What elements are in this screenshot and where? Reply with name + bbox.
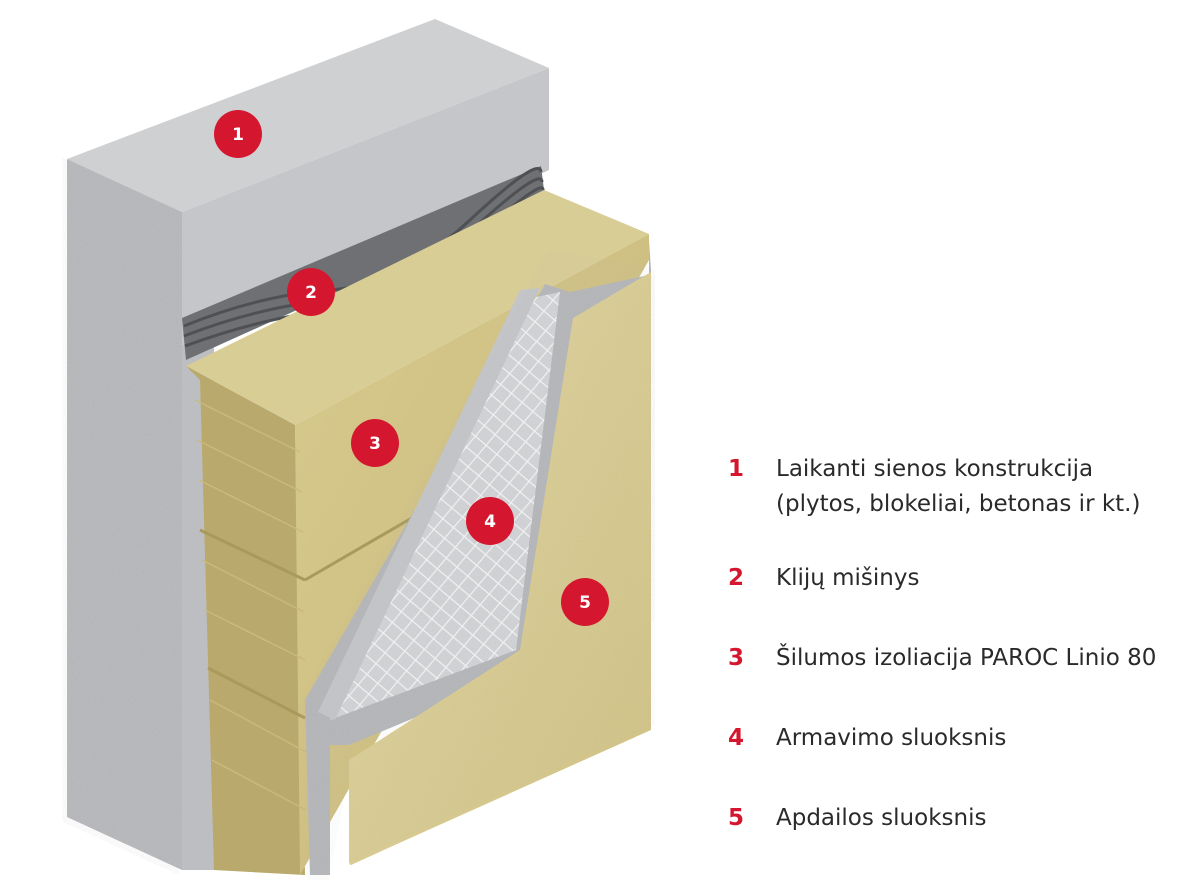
marker-1-circle (214, 110, 262, 158)
legend-text: Klijų mišinys (776, 565, 920, 591)
legend-item-2: 2 Klijų mišinys (728, 561, 1188, 596)
marker-5-label: 5 (579, 593, 591, 613)
marker-5-circle (561, 578, 609, 626)
legend-text: Šilumos izoliacija PAROC Linio 80 (776, 645, 1157, 671)
marker-3-circle (351, 419, 399, 467)
marker-4-circle (466, 497, 514, 545)
legend-number: 2 (728, 565, 745, 591)
legend-item-1: 1 Laikanti sienos konstrukcija (plytos, … (728, 452, 1188, 522)
legend-text: Laikanti sienos konstrukcija (776, 456, 1094, 482)
adhesive-band (182, 166, 545, 360)
bearing-wall-face (182, 68, 549, 345)
legend-item-3: 3 Šilumos izoliacija PAROC Linio 80 (728, 641, 1188, 676)
legend: 1 Laikanti sienos konstrukcija (plytos, … (728, 452, 1188, 836)
legend-item-4: 4 Armavimo sluoksnis (728, 721, 1188, 756)
legend-item-5: 5 Apdailos sluoksnis (728, 801, 1188, 836)
marker-2: 2 (287, 268, 335, 316)
marker-4-label: 4 (484, 512, 496, 532)
legend-number: 3 (728, 645, 745, 671)
insulation-top (186, 190, 649, 425)
insulation-side (186, 366, 305, 875)
marker-2-label: 2 (305, 283, 317, 303)
legend-number: 5 (728, 805, 745, 831)
legend-text: Armavimo sluoksnis (776, 725, 1007, 751)
marker-3-label: 3 (369, 434, 381, 454)
legend-number: 1 (728, 456, 745, 482)
legend-text-secondary: (plytos, blokeliai, betonas ir kt.) (776, 491, 1141, 517)
legend-number: 4 (728, 725, 745, 751)
marker-1: 1 (214, 110, 262, 158)
legend-text: Apdailos sluoksnis (776, 805, 987, 831)
marker-2-circle (287, 268, 335, 316)
marker-5: 5 (561, 578, 609, 626)
marker-1-label: 1 (232, 125, 244, 145)
marker-3: 3 (351, 419, 399, 467)
marker-4: 4 (466, 497, 514, 545)
bearing-wall-top (67, 19, 549, 212)
